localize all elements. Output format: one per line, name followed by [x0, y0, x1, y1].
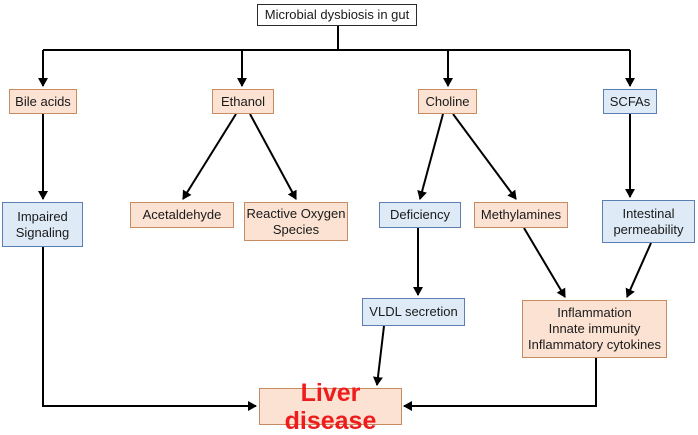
arrow-choline-to-deficiency: [417, 113, 444, 200]
node-methylamines: Methylamines: [474, 202, 568, 228]
node-ethanol: Ethanol: [212, 89, 274, 114]
node-inflammation: Inflammation Innate immunity Inflammator…: [522, 300, 667, 358]
node-acetaldehyde: Acetaldehyde: [130, 202, 234, 228]
node-scfas: SCFAs: [603, 89, 657, 114]
node-intestinal-permeability: Intestinal permeability: [602, 200, 695, 243]
arrow-ethanol-to-ros: [249, 113, 297, 200]
arrow-vldl-to-liver: [372, 325, 385, 386]
node-reactive-oxygen-species: Reactive Oxygen Species: [244, 202, 348, 241]
arrow-choline-to-methylamines: [452, 113, 517, 200]
node-impaired-signaling: Impaired Signaling: [2, 202, 83, 247]
node-choline: Choline: [418, 89, 477, 114]
arrow-signaling-to-liver: [42, 247, 257, 411]
arrow-ethanol-to-acetaldehyde: [182, 113, 237, 200]
node-bile-acids: Bile acids: [9, 89, 77, 114]
node-deficiency: Deficiency: [379, 202, 461, 228]
node-microbial-dysbiosis: Microbial dysbiosis in gut: [257, 4, 417, 26]
arrow-permeability-to-inflammation: [625, 242, 652, 298]
node-vldl-secretion: VLDL secretion: [362, 298, 465, 326]
arrow-inflammation-to-liver: [403, 358, 597, 411]
arrow-methylamines-to-inflammation: [523, 227, 566, 298]
node-liver-disease: Liver disease: [259, 379, 402, 435]
